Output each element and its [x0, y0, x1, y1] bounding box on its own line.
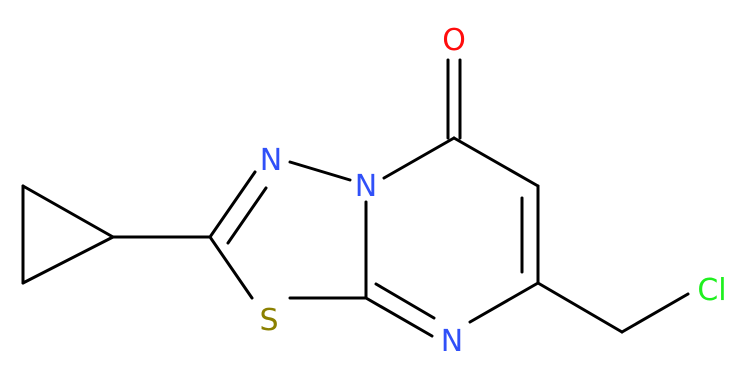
- nitrogen-atom-label-fused: N: [355, 169, 377, 204]
- bond-c2-n-b: [226, 186, 268, 245]
- sulfur-atom-label: S: [259, 303, 278, 338]
- bond-c2-n-a: [208, 170, 257, 239]
- bond-c8a-n-b: [374, 282, 436, 320]
- bond-n-n: [288, 160, 352, 182]
- bond-c7-ch2: [536, 281, 624, 334]
- nitrogen-atom-label-bottom: N: [441, 324, 463, 359]
- bond-c7-n: [468, 281, 540, 324]
- bond-c2-s: [208, 235, 254, 300]
- chlorine-atom-label: Cl: [697, 273, 726, 308]
- bond-c8a-n-a: [364, 296, 434, 338]
- bonds: [21, 58, 690, 338]
- bond-cp-2: [21, 184, 115, 239]
- bond-cp-3: [21, 235, 115, 285]
- bond-nf-c5: [382, 136, 456, 180]
- bond-ch2-cl: [620, 292, 690, 334]
- atom-labels: O N N N S Cl: [259, 23, 726, 359]
- oxygen-atom-label: O: [442, 23, 466, 58]
- bond-c5-c6: [452, 136, 540, 188]
- nitrogen-atom-label-top: N: [260, 143, 282, 178]
